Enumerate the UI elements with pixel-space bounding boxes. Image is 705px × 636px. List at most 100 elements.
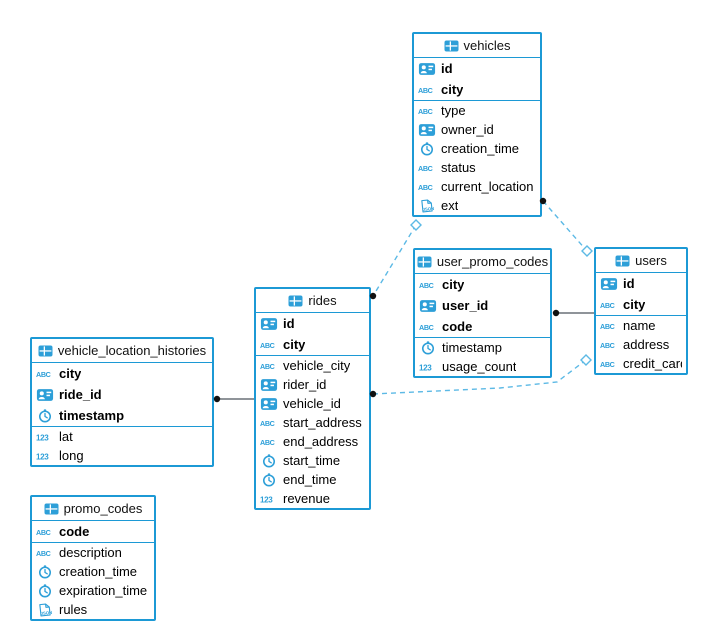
field-row[interactable]: id (596, 273, 686, 294)
number-123-icon (36, 430, 54, 444)
field-row[interactable]: creation_time (32, 562, 154, 581)
clock-icon (36, 409, 54, 423)
field-row[interactable]: type (414, 101, 540, 120)
table-user-promo-codes[interactable]: user_promo_codes city user_id code times… (413, 248, 552, 378)
field-row[interactable]: id (414, 58, 540, 79)
field-row[interactable]: vehicle_id (256, 394, 369, 413)
field-name: city (59, 366, 82, 381)
field-name: current_location (441, 179, 534, 194)
field-name: code (442, 319, 473, 334)
field-name: rules (59, 602, 88, 617)
json-icon (417, 198, 436, 214)
field-row[interactable]: owner_id (414, 120, 540, 139)
field-name: rider_id (283, 377, 327, 392)
id-card-icon (260, 317, 278, 331)
text-abc-icon (600, 357, 618, 371)
field-row[interactable]: start_time (256, 451, 369, 470)
field-name: id (441, 61, 453, 76)
table-header[interactable]: vehicles (414, 34, 540, 58)
field-row[interactable]: current_location (414, 177, 540, 196)
field-row[interactable]: rules (32, 600, 154, 619)
number-123-icon (260, 492, 278, 506)
field-name: description (59, 545, 122, 560)
field-row[interactable]: credit_card (596, 354, 686, 373)
id-card-icon (418, 123, 436, 137)
field-row[interactable]: long (32, 446, 212, 465)
table-vehicles[interactable]: vehicles id city type owner_id creation_… (412, 32, 542, 217)
field-name: ride_id (59, 387, 102, 402)
field-row[interactable]: id (256, 313, 369, 334)
text-abc-icon (260, 435, 278, 449)
field-row[interactable]: timestamp (415, 338, 550, 357)
field-row[interactable]: status (414, 158, 540, 177)
table-icon (38, 345, 53, 357)
field-name: type (441, 103, 466, 118)
relationship-line-vehicles-users[interactable] (542, 200, 588, 252)
id-card-icon (260, 397, 278, 411)
table-vehicle-location-histories[interactable]: vehicle_location_histories city ride_id … (30, 337, 214, 467)
table-icon (444, 40, 459, 52)
field-row[interactable]: description (32, 543, 154, 562)
field-row[interactable]: revenue (256, 489, 369, 508)
field-name: long (59, 448, 84, 463)
field-row[interactable]: expiration_time (32, 581, 154, 600)
field-name: name (623, 318, 656, 333)
field-row[interactable]: ride_id (32, 384, 212, 405)
field-row[interactable]: ext (414, 196, 540, 215)
table-rides[interactable]: rides id city vehicle_city rider_id vehi… (254, 287, 371, 510)
field-row[interactable]: user_id (415, 295, 550, 316)
table-users[interactable]: users id city name address credit_card (594, 247, 688, 375)
field-name: timestamp (59, 408, 125, 423)
relationship-line-vehicles-rides[interactable] (372, 224, 417, 297)
table-icon (44, 503, 59, 515)
field-name: vehicle_city (283, 358, 351, 373)
connection-diamond-marker (410, 219, 422, 231)
field-row[interactable]: lat (32, 427, 212, 446)
text-abc-icon (418, 161, 436, 175)
table-header[interactable]: rides (256, 289, 369, 313)
text-abc-icon (418, 180, 436, 194)
table-header[interactable]: promo_codes (32, 497, 154, 521)
number-123-icon (36, 449, 54, 463)
field-name: ext (441, 198, 459, 213)
text-abc-icon (418, 83, 436, 97)
text-abc-icon (260, 338, 278, 352)
field-name: creation_time (59, 564, 138, 579)
field-row[interactable]: city (32, 363, 212, 384)
id-card-icon (36, 388, 54, 402)
field-name: end_address (283, 434, 359, 449)
field-row[interactable]: end_time (256, 470, 369, 489)
field-row[interactable]: creation_time (414, 139, 540, 158)
field-row[interactable]: timestamp (32, 405, 212, 426)
connection-dot-marker (213, 395, 221, 403)
field-row[interactable]: city (596, 294, 686, 315)
field-row[interactable]: usage_count (415, 357, 550, 376)
text-abc-icon (260, 416, 278, 430)
field-row[interactable]: city (256, 334, 369, 355)
field-row[interactable]: name (596, 316, 686, 335)
field-row[interactable]: city (415, 274, 550, 295)
text-abc-icon (36, 367, 54, 381)
clock-icon (36, 565, 54, 579)
field-name: city (442, 277, 465, 292)
table-title: vehicles (463, 38, 511, 53)
json-icon (35, 602, 54, 618)
field-row[interactable]: end_address (256, 432, 369, 451)
text-abc-icon (419, 278, 437, 292)
field-row[interactable]: address (596, 335, 686, 354)
clock-icon (36, 584, 54, 598)
text-abc-icon (600, 338, 618, 352)
table-header[interactable]: users (596, 249, 686, 273)
table-header[interactable]: user_promo_codes (415, 250, 550, 274)
field-name: timestamp (442, 340, 502, 355)
field-name: end_time (283, 472, 337, 487)
field-row[interactable]: city (414, 79, 540, 100)
field-row[interactable]: vehicle_city (256, 356, 369, 375)
text-abc-icon (600, 298, 618, 312)
field-row[interactable]: start_address (256, 413, 369, 432)
field-row[interactable]: code (415, 316, 550, 337)
field-row[interactable]: code (32, 521, 154, 542)
table-promo-codes[interactable]: promo_codes code description creation_ti… (30, 495, 156, 621)
table-header[interactable]: vehicle_location_histories (32, 339, 212, 363)
field-row[interactable]: rider_id (256, 375, 369, 394)
